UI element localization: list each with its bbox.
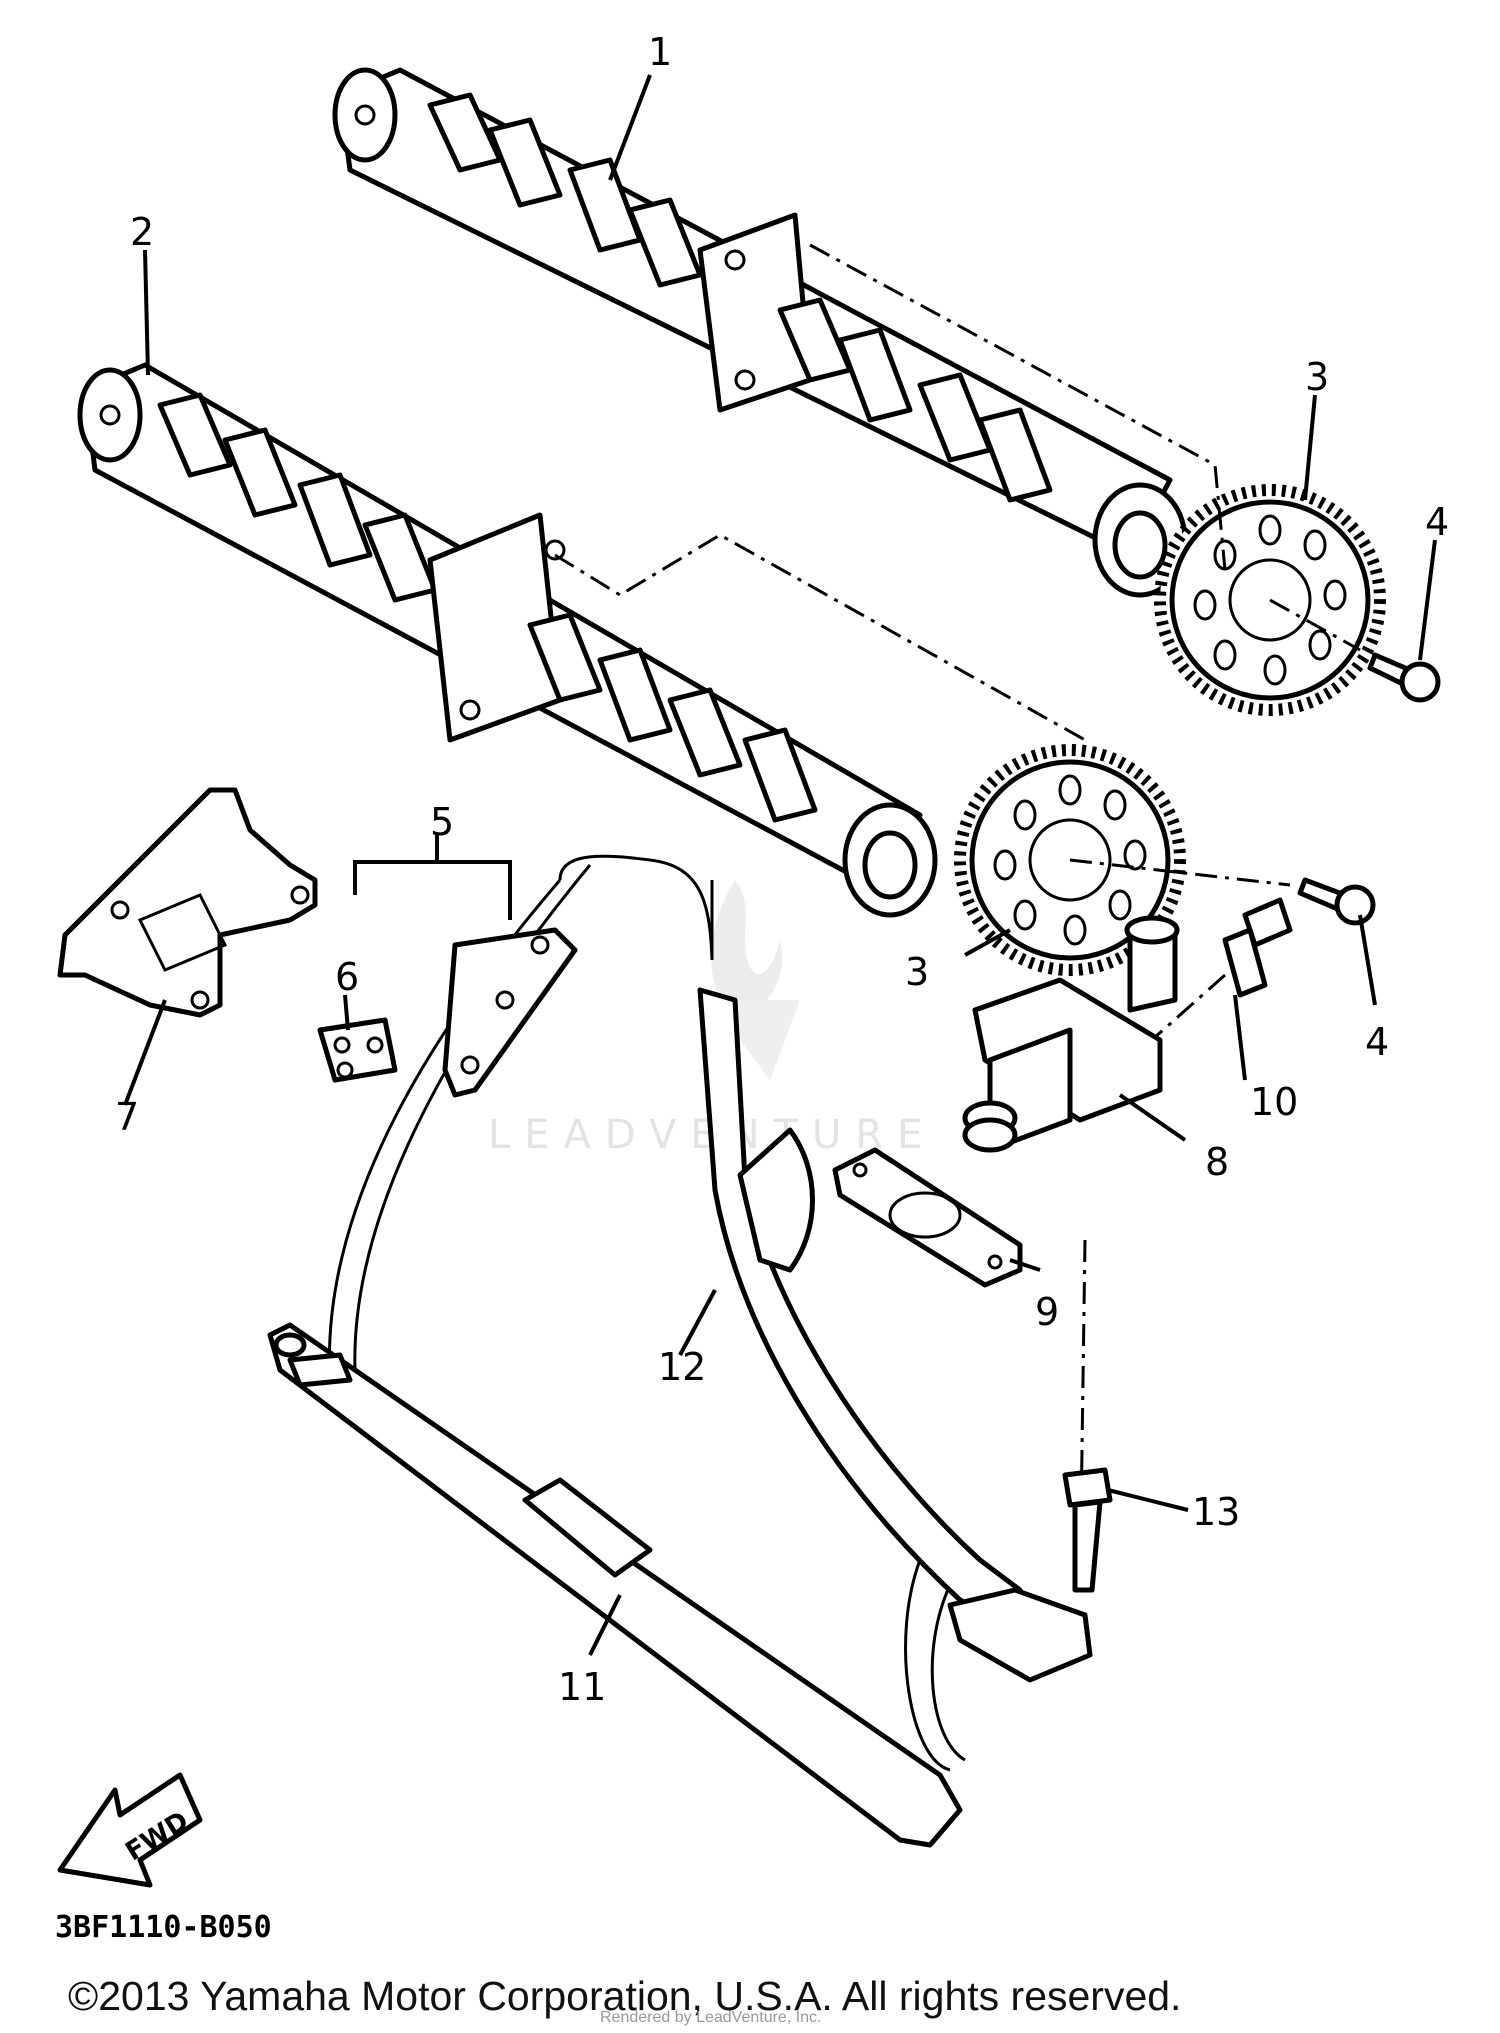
callout-7: 7 <box>115 1095 139 1139</box>
copyright-text: ©2013 Yamaha Motor Corporation, U.S.A. A… <box>68 1973 1181 2019</box>
callout-5: 5 <box>430 800 454 844</box>
callout-11: 11 <box>558 1665 606 1709</box>
callout-13: 13 <box>1192 1490 1240 1534</box>
camshaft-upper[interactable] <box>332 67 1188 598</box>
callouts: 1 2 3 3 4 4 5 6 7 8 9 10 11 12 13 <box>115 30 1449 1709</box>
callout-8: 8 <box>1205 1140 1229 1184</box>
guide-bolt[interactable] <box>1062 1467 1113 1593</box>
callout-2: 2 <box>130 210 154 254</box>
callout-9: 9 <box>1035 1290 1059 1334</box>
forward-arrow: FWD <box>57 1772 203 1888</box>
tensioner-gasket[interactable] <box>832 1147 1023 1288</box>
callout-1: 1 <box>648 30 672 74</box>
diagram-code: 3BF1110-B050 <box>55 1910 272 1945</box>
chain-guide-rear[interactable] <box>697 987 1093 1683</box>
chain-master-link[interactable] <box>317 1017 398 1083</box>
leader-lines <box>123 74 1437 1656</box>
sprocket-bolt-lower[interactable] <box>1297 877 1376 926</box>
chain-guide-upper[interactable] <box>57 787 318 1018</box>
callout-6: 6 <box>335 955 359 999</box>
overprint-text: Rendered by LeadVenture, Inc. <box>600 2009 822 2026</box>
camshaft-lower[interactable] <box>77 362 938 918</box>
link-bracket <box>353 835 512 920</box>
chain-guide-front[interactable] <box>267 1322 963 1848</box>
callout-4-lower: 4 <box>1365 1020 1389 1064</box>
cam-chain[interactable] <box>327 854 966 1772</box>
sprocket-bolt-upper[interactable] <box>1367 652 1441 703</box>
callout-4-upper: 4 <box>1425 500 1449 544</box>
watermark-text: LEADVENTURE <box>488 1112 936 1158</box>
chain-tensioner[interactable] <box>962 915 1180 1153</box>
callout-10: 10 <box>1250 1080 1298 1124</box>
tensioner-bolt[interactable] <box>1222 897 1293 998</box>
callout-3-upper: 3 <box>1305 355 1329 399</box>
callout-12: 12 <box>658 1345 706 1389</box>
callout-3-lower: 3 <box>905 950 929 994</box>
chain-joint-link[interactable] <box>442 927 578 1098</box>
